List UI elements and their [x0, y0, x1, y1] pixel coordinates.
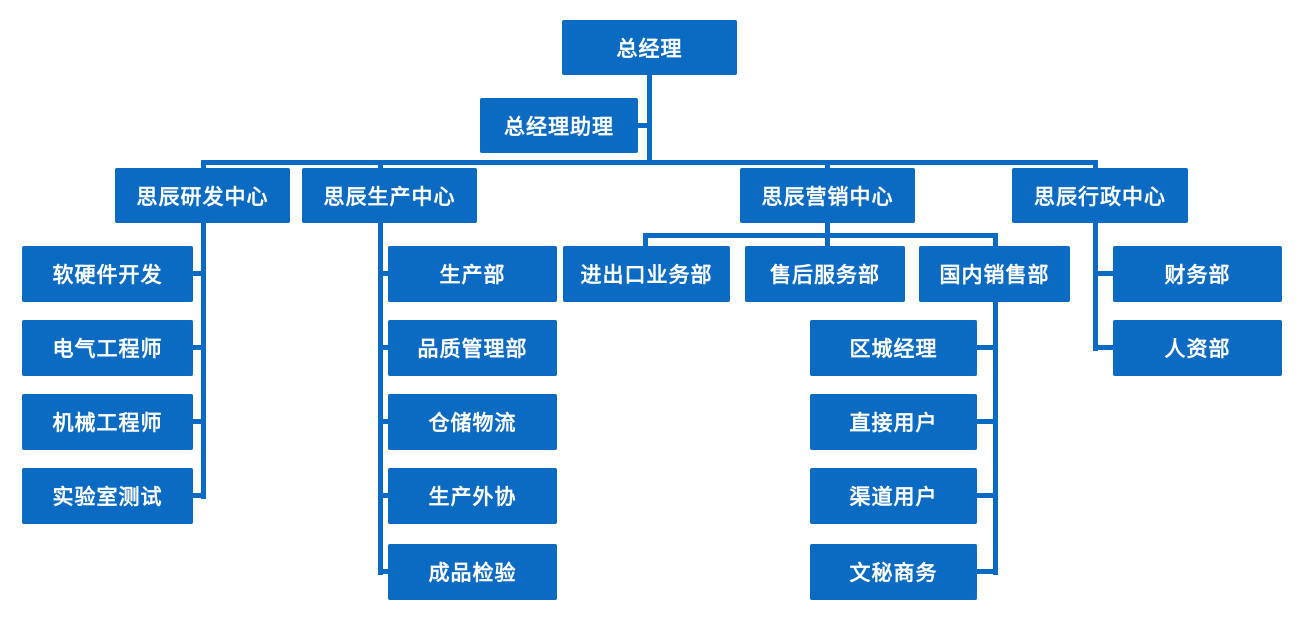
connector-rd-stub-2	[190, 345, 206, 350]
node-mechanical-engineer: 机械工程师	[22, 394, 193, 450]
node-admin-center: 思辰行政中心	[1012, 168, 1188, 223]
node-domestic-sales-dept: 国内销售部	[919, 246, 1070, 302]
node-electrical-engineer: 电气工程师	[22, 320, 193, 376]
connector-rd-stub-4	[190, 493, 206, 498]
connector-marketing-drop-3	[993, 236, 998, 248]
connector-drop-production	[378, 162, 383, 170]
connector-assistant-stub	[636, 123, 652, 128]
connector-rd-stub-3	[190, 419, 206, 424]
node-production-center: 思辰生产中心	[302, 168, 477, 223]
node-finished-product-inspection: 成品检验	[388, 544, 557, 600]
connector-domestic-stub-1	[975, 345, 993, 350]
connector-production-stub-5	[378, 569, 390, 574]
node-production-dept: 生产部	[388, 246, 557, 302]
connector-admin-trunk	[1093, 222, 1098, 351]
node-import-export-dept: 进出口业务部	[563, 246, 730, 302]
connector-production-stub-2	[378, 345, 390, 350]
connector-domestic-trunk	[993, 300, 998, 575]
connector-marketing-drop-1	[643, 236, 648, 248]
connector-production-stub-3	[378, 419, 390, 424]
node-direct-users: 直接用户	[810, 394, 977, 450]
connector-main-bar	[201, 160, 1098, 165]
node-secretary-business: 文秘商务	[810, 544, 977, 600]
node-gm-assistant: 总经理助理	[480, 98, 638, 153]
connector-admin-stub-2	[1093, 345, 1113, 350]
connector-drop-rd	[201, 162, 206, 170]
connector-rd-stub-1	[190, 271, 206, 276]
node-general-manager: 总经理	[562, 20, 737, 75]
node-marketing-center: 思辰营销中心	[740, 168, 915, 223]
node-warehouse-logistics: 仓储物流	[388, 394, 557, 450]
connector-production-trunk	[378, 222, 383, 575]
connector-domestic-stub-2	[975, 419, 993, 424]
connector-marketing-trunk	[825, 222, 830, 238]
connector-domestic-stub-4	[975, 569, 993, 574]
node-finance-dept: 财务部	[1113, 246, 1282, 302]
node-hr-dept: 人资部	[1113, 320, 1282, 376]
connector-drop-marketing	[825, 162, 830, 170]
node-channel-users: 渠道用户	[810, 468, 977, 524]
connector-root-trunk	[647, 75, 652, 165]
connector-drop-admin	[1093, 160, 1098, 170]
connector-marketing-drop-2	[825, 236, 830, 248]
node-software-hardware-dev: 软硬件开发	[22, 246, 193, 302]
connector-production-stub-1	[378, 271, 390, 276]
connector-admin-stub-1	[1093, 271, 1113, 276]
connector-domestic-stub-3	[975, 493, 993, 498]
node-lab-testing: 实验室测试	[22, 468, 193, 524]
node-rd-center: 思辰研发中心	[115, 168, 290, 223]
node-regional-manager: 区城经理	[810, 320, 977, 376]
connector-marketing-bar	[643, 233, 998, 238]
node-after-sales-service-dept: 售后服务部	[745, 246, 905, 302]
connector-rd-trunk	[201, 222, 206, 499]
node-production-outsourcing: 生产外协	[388, 468, 557, 524]
connector-production-stub-4	[378, 493, 390, 498]
node-quality-management-dept: 品质管理部	[388, 320, 557, 376]
